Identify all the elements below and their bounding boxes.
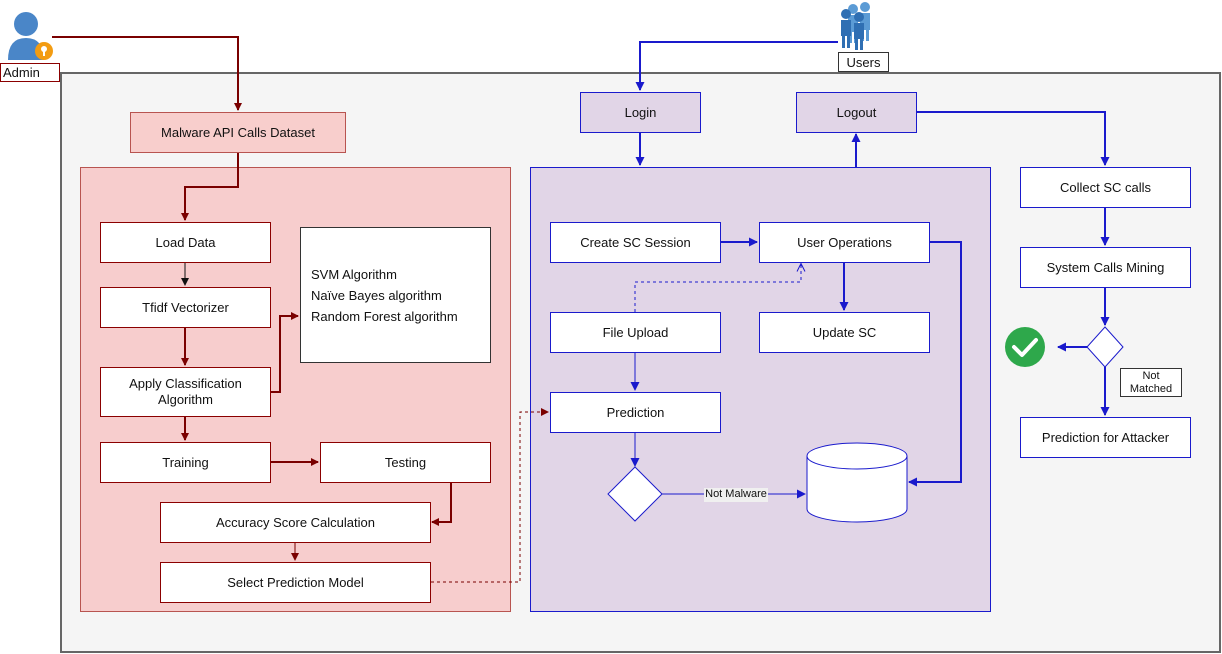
apply-classification-node: Apply Classification Algorithm	[100, 367, 271, 417]
admin-label: Admin	[0, 63, 60, 82]
algorithms-box: SVM Algorithm Naïve Bayes algorithm Rand…	[300, 227, 491, 363]
database-icon	[806, 442, 908, 523]
users-label: Users	[838, 52, 889, 72]
not-matched-label: Not Matched	[1120, 368, 1182, 397]
create-session-node: Create SC Session	[550, 222, 721, 263]
algorithm-svm: SVM Algorithm	[311, 267, 397, 282]
logout-node: Logout	[796, 92, 917, 133]
algorithm-random-forest: Random Forest algorithm	[311, 309, 458, 324]
collect-sc-node: Collect SC calls	[1020, 167, 1191, 208]
not-malware-label: Not Malware	[704, 488, 768, 502]
load-data-node: Load Data	[100, 222, 271, 263]
admin-user-icon	[8, 12, 53, 60]
user-operations-node: User Operations	[759, 222, 930, 263]
algorithm-naive-bayes: Naïve Bayes algorithm	[311, 288, 442, 303]
dataset-node: Malware API Calls Dataset	[130, 112, 346, 153]
match-decision	[1086, 326, 1124, 368]
attacker-prediction-node: Prediction for Attacker	[1020, 417, 1191, 458]
tfidf-node: Tfidf Vectorizer	[100, 287, 271, 328]
prediction-node: Prediction	[550, 392, 721, 433]
update-sc-node: Update SC	[759, 312, 930, 353]
accuracy-node: Accuracy Score Calculation	[160, 502, 431, 543]
training-node: Training	[100, 442, 271, 483]
testing-node: Testing	[320, 442, 491, 483]
mining-node: System Calls Mining	[1020, 247, 1191, 288]
select-model-node: Select Prediction Model	[160, 562, 431, 603]
check-circle-icon	[1005, 327, 1045, 367]
users-group-icon	[841, 2, 870, 50]
file-upload-node: File Upload	[550, 312, 721, 353]
malware-decision	[607, 466, 663, 522]
login-node: Login	[580, 92, 701, 133]
